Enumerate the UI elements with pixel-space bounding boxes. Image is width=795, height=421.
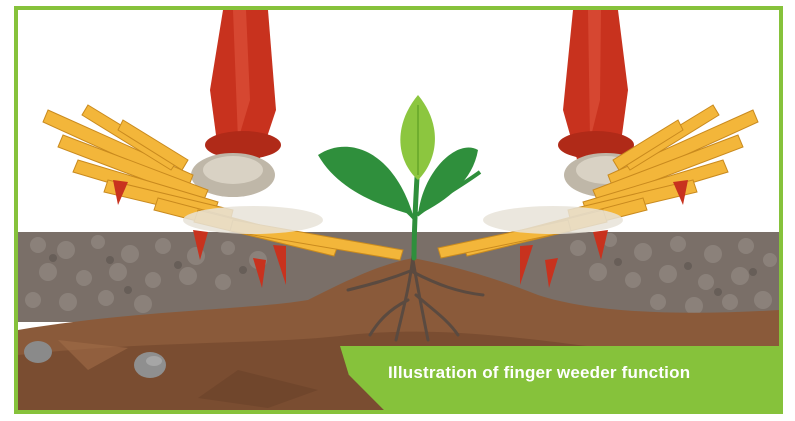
caption-text: Illustration of finger weeder function <box>388 363 748 383</box>
illustration-frame <box>14 6 783 414</box>
